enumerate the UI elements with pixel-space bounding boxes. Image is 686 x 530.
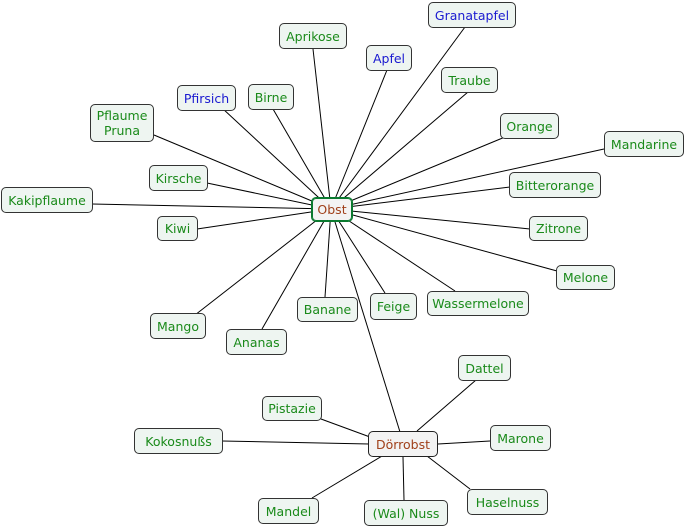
edge-obst-mango	[194, 208, 332, 316]
edge-doerrobst-dattel	[416, 379, 477, 432]
edge-doerrobst-marone	[437, 440, 491, 445]
node-pflaume[interactable]: Pflaume Pruna	[90, 104, 154, 142]
node-aprikose[interactable]: Aprikose	[279, 23, 347, 49]
node-pfirsich-label: Pfirsich	[183, 90, 230, 106]
node-kokosnuss-label: Kokosnußs	[145, 433, 212, 449]
node-dattel[interactable]: Dattel	[458, 355, 511, 381]
edge-doerrobst-walnuss	[402, 456, 405, 501]
node-kokosnuss[interactable]: Kokosnußs	[134, 428, 223, 454]
edge-obst-banane	[324, 208, 332, 298]
edge-doerrobst-mandel	[311, 455, 383, 499]
edge-obst-pfirsich	[221, 107, 332, 210]
node-walnuss[interactable]: (Wal) Nuss	[364, 500, 448, 526]
node-bitterorange[interactable]: Bitterorange	[509, 172, 601, 198]
edge-obst-birne	[272, 108, 332, 210]
node-apfel-label: Apfel	[372, 50, 406, 66]
node-wassermelone-label: Wassermelone	[432, 296, 524, 311]
node-kakipflaume[interactable]: Kakipflaume	[1, 187, 93, 213]
node-kakipflaume-label: Kakipflaume	[8, 192, 86, 208]
node-kiwi[interactable]: Kiwi	[157, 216, 198, 241]
edge-doerrobst-pistazie	[320, 418, 371, 438]
node-marone[interactable]: Marone	[490, 425, 551, 451]
edge-obst-feige	[330, 208, 386, 294]
node-pistazie-label: Pistazie	[268, 401, 316, 416]
node-orange[interactable]: Orange	[500, 113, 559, 139]
edge-obst-mandarine	[330, 148, 605, 210]
node-orange-label: Orange	[506, 118, 553, 134]
node-ananas[interactable]: Ananas	[226, 329, 287, 355]
node-granatapfel[interactable]: Granatapfel	[428, 2, 516, 28]
edge-obst-bitterorange	[330, 186, 511, 210]
hub-node-obst-label: Obst	[317, 202, 347, 217]
node-granatapfel-label: Granatapfel	[434, 7, 510, 23]
node-wassermelone[interactable]: Wassermelone	[427, 291, 529, 316]
node-birne-label: Birne	[254, 89, 288, 105]
edge-obst-pflaume	[153, 134, 332, 210]
node-ananas-label: Ananas	[233, 334, 280, 350]
edge-obst-ananas	[261, 208, 332, 330]
edge-obst-granatapfel	[330, 26, 466, 210]
edge-doerrobst-haselnuss	[426, 455, 471, 490]
node-mandarine[interactable]: Mandarine	[604, 131, 684, 157]
node-bitterorange-label: Bitterorange	[515, 177, 595, 193]
edge-obst-apfel	[330, 69, 388, 210]
node-zitrone-label: Zitrone	[535, 221, 582, 236]
edge-doerrobst-kokosnuss	[221, 440, 370, 445]
edge-obst-kirsche	[206, 182, 332, 210]
node-traube[interactable]: Traube	[441, 67, 498, 93]
node-kirsche[interactable]: Kirsche	[149, 165, 208, 191]
node-apfel[interactable]: Apfel	[366, 45, 412, 71]
node-banane-label: Banane	[303, 302, 352, 317]
node-mango[interactable]: Mango	[150, 313, 206, 339]
node-melone[interactable]: Melone	[556, 265, 615, 290]
hub-node-doerrobst-label: Dörrobst	[375, 436, 431, 452]
node-walnuss-label: (Wal) Nuss	[372, 505, 440, 521]
node-dattel-label: Dattel	[465, 360, 504, 376]
edge-obst-orange	[330, 136, 506, 210]
node-haselnuss[interactable]: Haselnuss	[467, 489, 548, 515]
node-aprikose-label: Aprikose	[286, 28, 340, 44]
node-mango-label: Mango	[157, 318, 199, 334]
node-mandel[interactable]: Mandel	[258, 498, 319, 524]
edge-obst-kakipflaume	[91, 203, 332, 210]
node-feige[interactable]: Feige	[370, 293, 417, 320]
node-haselnuss-label: Haselnuss	[475, 494, 540, 510]
node-pistazie[interactable]: Pistazie	[262, 396, 322, 421]
node-pflaume-label-2: Pruna	[104, 123, 140, 138]
node-kirsche-label: Kirsche	[155, 170, 202, 186]
node-kiwi-label: Kiwi	[164, 221, 191, 236]
node-feige-label: Feige	[376, 299, 411, 314]
hub-node-doerrobst[interactable]: Dörrobst	[368, 431, 438, 457]
node-birne[interactable]: Birne	[248, 84, 294, 110]
hub-node-obst[interactable]: Obst	[311, 197, 353, 222]
edge-obst-zitrone	[330, 208, 531, 230]
edge-obst-aprikose	[312, 48, 332, 210]
edge-obst-wassermelone	[330, 208, 456, 292]
node-mandel-label: Mandel	[265, 503, 312, 519]
edge-obst-traube	[330, 91, 469, 210]
node-marone-label: Marone	[497, 430, 544, 446]
edge-obst-melone	[330, 208, 558, 272]
node-traube-label: Traube	[448, 72, 491, 88]
node-pfirsich[interactable]: Pfirsich	[177, 85, 236, 111]
node-pflaume-label-1: Pflaume	[96, 108, 148, 123]
node-zitrone[interactable]: Zitrone	[529, 216, 588, 241]
edge-obst-doerrobst	[330, 208, 401, 433]
node-melone-label: Melone	[562, 270, 609, 285]
node-banane[interactable]: Banane	[297, 297, 358, 322]
node-mandarine-label: Mandarine	[610, 136, 678, 152]
edge-obst-kiwi	[196, 208, 332, 230]
